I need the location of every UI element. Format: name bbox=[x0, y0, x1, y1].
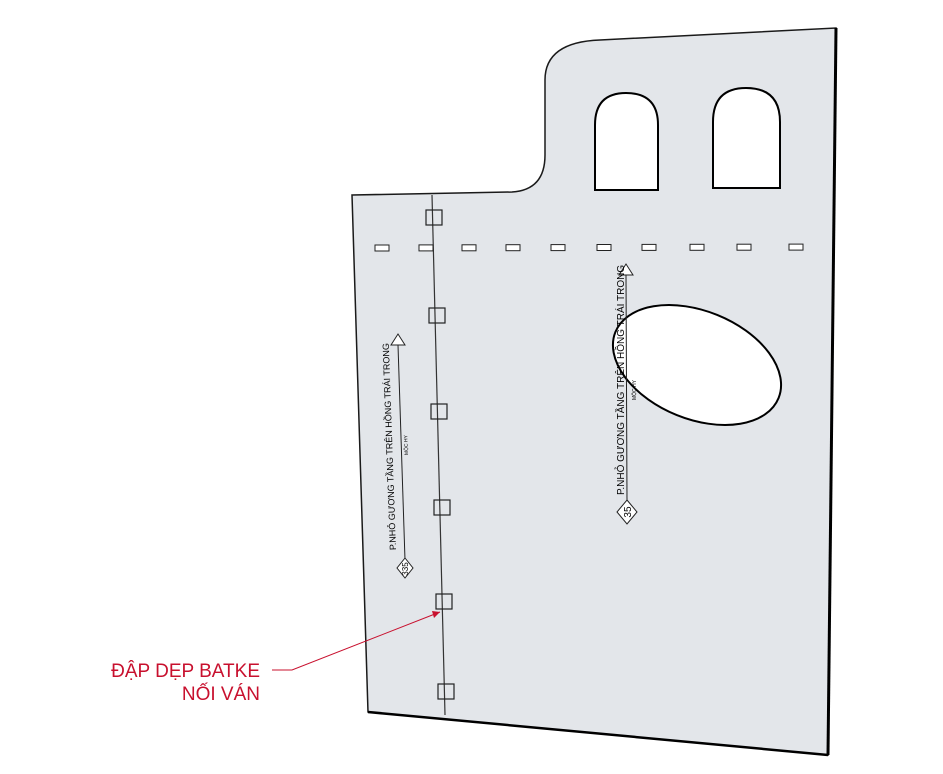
slot-mark bbox=[374, 244, 390, 252]
slot-mark bbox=[641, 243, 657, 251]
marker-text-right: P.NHỎ GƯƠNG TẦNG TRÊN HỒNG TRÁI TRONG bbox=[614, 265, 627, 495]
slot-mark bbox=[461, 244, 477, 252]
joint-square bbox=[437, 683, 455, 700]
slot-mark bbox=[689, 243, 705, 251]
wood-panel bbox=[351, 27, 837, 756]
joint-square bbox=[428, 307, 446, 324]
joint-square bbox=[430, 403, 448, 420]
badge-right: 35 bbox=[623, 506, 634, 518]
slot-mark bbox=[550, 244, 566, 252]
slot-mark bbox=[418, 244, 434, 252]
joint-square bbox=[433, 499, 451, 516]
slot-mark bbox=[788, 243, 804, 251]
oval-cutout bbox=[611, 304, 783, 426]
annotation-line-2: NỐI VÁN bbox=[181, 684, 260, 705]
slot-mark bbox=[505, 244, 521, 252]
badge-left: 335 bbox=[401, 562, 410, 576]
annotation-label: ĐẬP DẸP BATKE NỐI VÁN bbox=[100, 660, 260, 706]
slot-mark bbox=[596, 244, 612, 251]
annotation-line-1: ĐẬP DẸP BATKE bbox=[111, 661, 260, 682]
joint-line bbox=[431, 194, 446, 716]
marker-sub-left: MỘC HY bbox=[402, 434, 410, 455]
joint-square bbox=[435, 593, 453, 610]
slot-mark bbox=[736, 243, 752, 251]
leader-line bbox=[272, 611, 441, 671]
joint-square bbox=[425, 209, 443, 226]
marker-sub-right: MỘC HY bbox=[631, 379, 638, 400]
arch-cutout-right bbox=[712, 86, 781, 189]
grain-marker-right: 35 P.NHỎ GƯƠNG TẦNG TRÊN HỒNG TRÁI TRONG… bbox=[614, 263, 638, 525]
arch-cutout-left bbox=[594, 91, 659, 191]
